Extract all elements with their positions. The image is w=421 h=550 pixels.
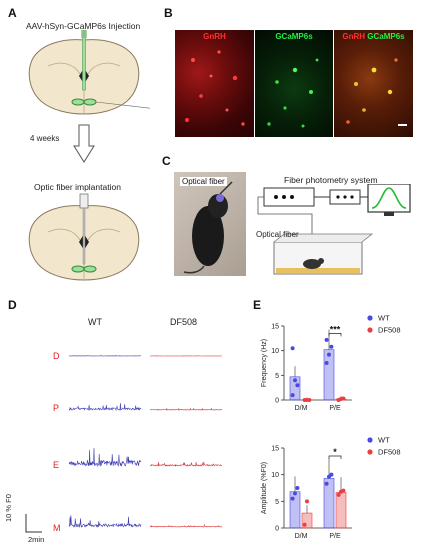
data-point bbox=[327, 352, 331, 357]
y-tick-label: 5 bbox=[275, 373, 279, 380]
data-point bbox=[341, 396, 346, 401]
y-tick-label: 5 bbox=[275, 499, 279, 506]
row-label-e: E bbox=[53, 460, 60, 470]
legend-label-wt: WT bbox=[378, 436, 390, 445]
data-point bbox=[290, 393, 295, 398]
data-point bbox=[305, 499, 309, 504]
data-point bbox=[329, 344, 334, 349]
scale-label-y: 10 % F0 bbox=[4, 494, 13, 522]
trace-df508-p bbox=[150, 407, 223, 411]
data-point bbox=[329, 472, 334, 477]
significance-stars: *** bbox=[330, 324, 341, 334]
injection-label: AAV-hSyn-GCaMP6s Injection bbox=[26, 21, 141, 31]
implant-label: Optic fiber implantation bbox=[34, 182, 121, 192]
merge-title-gnrh: GnRH bbox=[342, 32, 366, 41]
column-label-df508: DF508 bbox=[170, 317, 198, 327]
data-point bbox=[293, 378, 297, 383]
significance-bracket bbox=[328, 333, 342, 337]
photometry-schematic bbox=[257, 184, 411, 275]
micrograph-title-gcamp: GCaMP6s bbox=[275, 32, 313, 41]
y-tick-label: 15 bbox=[271, 324, 279, 331]
gcamp-texture bbox=[267, 58, 319, 128]
legend-marker-wt bbox=[367, 315, 373, 321]
data-point bbox=[324, 481, 329, 486]
scale-label-x: 2min bbox=[28, 535, 45, 544]
y-axis-label: Amplitude (%F0) bbox=[261, 462, 268, 514]
row-label-m: M bbox=[53, 523, 61, 533]
data-point bbox=[290, 346, 295, 351]
y-tick-label: 0 bbox=[275, 398, 279, 405]
gnrh-texture bbox=[185, 50, 245, 126]
data-point bbox=[293, 491, 297, 496]
data-point bbox=[290, 496, 295, 501]
trace-wt-e bbox=[68, 447, 142, 468]
legend-marker-wt bbox=[367, 437, 373, 443]
data-point bbox=[341, 488, 346, 493]
legend-label-df508: DF508 bbox=[378, 326, 401, 335]
micrograph-gnrh: GnRH bbox=[175, 30, 254, 137]
system-label: Fiber photometry system bbox=[284, 175, 378, 185]
panel-label-d: D bbox=[8, 298, 17, 312]
mouse-photo: Optical fiber bbox=[174, 172, 246, 276]
bar-df508-1 bbox=[335, 491, 347, 529]
row-label-p: P bbox=[53, 403, 60, 413]
panel-label-b: B bbox=[164, 6, 173, 20]
y-axis-label: Frequency (Hz) bbox=[261, 339, 268, 387]
panel-label-a: A bbox=[8, 6, 17, 20]
brain-section-implant bbox=[28, 193, 140, 281]
y-tick-label: 10 bbox=[271, 348, 279, 355]
y-tick-label: 10 bbox=[271, 472, 279, 479]
x-tick-label: D/M bbox=[295, 405, 308, 412]
legend-marker-df508 bbox=[367, 327, 373, 333]
significance-bracket bbox=[328, 455, 342, 459]
data-point bbox=[295, 486, 300, 490]
x-tick-label: P/E bbox=[329, 405, 341, 412]
trace-df508-e bbox=[149, 461, 223, 467]
bar-wt-1 bbox=[323, 349, 335, 401]
schematic-fiber-label: Optical fiber bbox=[256, 230, 299, 239]
data-point bbox=[324, 361, 329, 365]
trace-wt-d bbox=[68, 354, 142, 357]
micrograph-merge: GnRH/GCaMP6s bbox=[334, 30, 413, 137]
brain-section-injection bbox=[28, 30, 150, 115]
trace-df508-m bbox=[149, 523, 223, 528]
micrograph-gcamp: GCaMP6s bbox=[255, 30, 333, 137]
significance-stars: * bbox=[333, 447, 337, 457]
merge-title-gcamp: GCaMP6s bbox=[367, 32, 405, 41]
y-tick-label: 15 bbox=[271, 446, 279, 453]
x-tick-label: P/E bbox=[329, 533, 341, 540]
time-label: 4 weeks bbox=[30, 134, 60, 143]
down-arrow-icon bbox=[73, 124, 95, 163]
legend-label-df508: DF508 bbox=[378, 448, 401, 457]
x-tick-label: D/M bbox=[295, 533, 308, 540]
y-tick-label: 0 bbox=[275, 526, 279, 533]
row-label-d: D bbox=[53, 351, 60, 361]
merge-title-slash: / bbox=[365, 32, 368, 41]
data-point bbox=[307, 398, 312, 402]
photo-fiber-label: Optical fiber bbox=[180, 177, 227, 186]
data-point bbox=[302, 522, 307, 527]
merge-texture bbox=[346, 58, 398, 124]
micrograph-title-gnrh: GnRH bbox=[203, 32, 226, 41]
data-point bbox=[295, 383, 300, 388]
panel-label-e: E bbox=[253, 298, 262, 312]
micrograph-title-merge: GnRH/GCaMP6s bbox=[334, 32, 413, 41]
data-point bbox=[336, 492, 341, 497]
trace-wt-m bbox=[68, 515, 142, 528]
scale-bar bbox=[398, 124, 407, 126]
trace-wt-p bbox=[68, 403, 142, 412]
panel-label-c: C bbox=[162, 154, 171, 168]
data-point bbox=[324, 337, 329, 342]
mouse-photo-drawing bbox=[183, 181, 233, 274]
column-label-wt: WT bbox=[88, 317, 102, 327]
legend-marker-df508 bbox=[367, 449, 373, 455]
legend-label-wt: WT bbox=[378, 314, 390, 323]
bar-wt-1 bbox=[323, 478, 335, 529]
scale-bar-d bbox=[25, 514, 42, 533]
